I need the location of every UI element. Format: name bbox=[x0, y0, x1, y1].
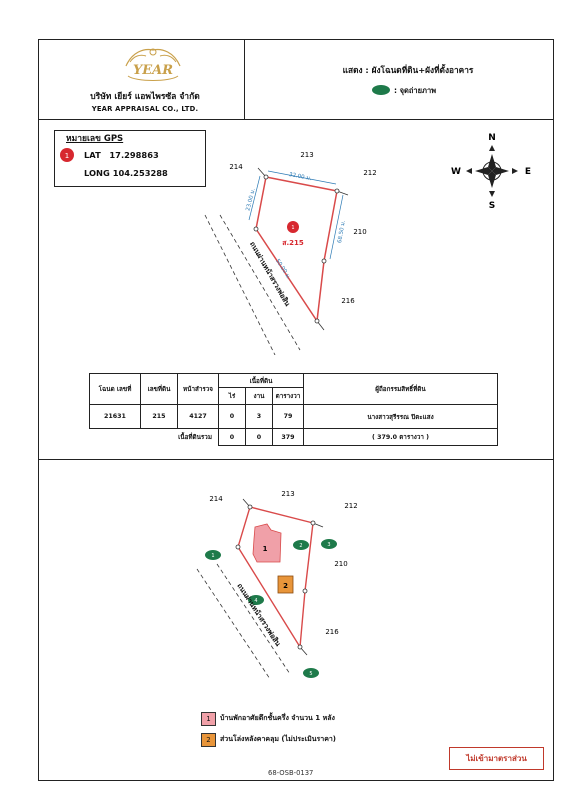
bld-adj-north: 213 bbox=[281, 490, 294, 498]
company-name-th: บริษัท เยียร์ แอพไพรซัล จำกัด bbox=[90, 92, 200, 102]
cell-ngan: 3 bbox=[245, 404, 273, 429]
plot-adj-se: 216 bbox=[341, 297, 355, 305]
header-vertical-divider bbox=[244, 39, 245, 119]
page-frame bbox=[38, 39, 554, 781]
building-2-shape bbox=[277, 575, 294, 594]
road-line-inner bbox=[219, 214, 301, 351]
dim-top: 32.00 ม. bbox=[288, 172, 312, 182]
svg-text:3: 3 bbox=[327, 542, 330, 548]
company-name-en: YEAR APPRAISAL CO., LTD. bbox=[91, 105, 199, 113]
th-rai: ไร่ bbox=[218, 387, 246, 405]
cell-land-no: 215 bbox=[140, 404, 178, 429]
compass-rose-icon: N S W E bbox=[451, 133, 531, 211]
gps-lat-value: 17.298863 bbox=[109, 150, 159, 160]
gps-long-label: LONG bbox=[84, 168, 110, 178]
plot-map: 1 ส.215 32.00 ม. 23.00 ม. 68.50 ม. 50.00… bbox=[204, 151, 377, 355]
plot-adj-east: 210 bbox=[353, 228, 366, 236]
th-sq-wa: ตารางวา bbox=[272, 387, 304, 405]
th-area-group: เนื้อที่ดิน bbox=[218, 373, 304, 388]
gps-long: LONG 104.253288 bbox=[84, 168, 168, 178]
svg-text:1: 1 bbox=[211, 553, 214, 559]
cell-owner: นางสาวสุรีรรณ ปิตะแสง bbox=[303, 404, 498, 429]
svg-text:5: 5 bbox=[309, 671, 312, 677]
gps-lat: LAT 17.298863 bbox=[84, 150, 159, 160]
legend-2-box: 2 bbox=[201, 733, 216, 747]
photo-point-legend-icon bbox=[372, 85, 390, 95]
plot-gps-point-icon bbox=[287, 221, 299, 233]
svg-text:4: 4 bbox=[254, 598, 257, 604]
total-sq-wa: 379 bbox=[272, 428, 304, 446]
table-row: 21631 215 4127 0 3 79 นางสาวสุรีรรณ ปิตะ… bbox=[89, 404, 498, 429]
bld-adj-east: 210 bbox=[334, 560, 347, 568]
photo-point-1-icon: 1 bbox=[205, 550, 221, 560]
building-1-shape bbox=[252, 523, 282, 563]
th-land-no: เลขที่ดิน bbox=[140, 373, 178, 405]
compass-n: N bbox=[488, 133, 496, 143]
building-road-label: ถนนผ่านหน้าสรวงพ่อสิน bbox=[235, 581, 283, 647]
table-total-row: เนื้อที่ดินรวม 0 0 379 ( 379.0 ตารางวา ) bbox=[90, 428, 498, 446]
th-owner: ผู้ถือกรรมสิทธิ์ที่ดิน bbox=[303, 373, 498, 405]
th-ngan: งาน bbox=[245, 387, 273, 405]
year-logo-icon: YEAR bbox=[125, 48, 181, 81]
document-number: 68-OSB-0137 bbox=[268, 769, 314, 777]
total-label: เนื้อที่ดินรวม bbox=[178, 434, 212, 442]
gps-title: หมายเลข GPS bbox=[66, 134, 124, 144]
building-1-number: 1 bbox=[263, 545, 268, 553]
plot-adj-nw: 214 bbox=[229, 163, 243, 171]
legend-2-text: ส่วนโล่งหลังคาคลุม (ไม่ประเมินราคา) bbox=[220, 735, 337, 743]
bld-adj-se: 216 bbox=[325, 628, 339, 636]
compass-e: E bbox=[525, 167, 531, 177]
gps-point-icon: 1 bbox=[60, 148, 74, 162]
svg-text:1: 1 bbox=[291, 225, 294, 231]
cell-sq-wa: 79 bbox=[272, 404, 304, 429]
bld-adj-ne: 212 bbox=[344, 502, 357, 510]
deed-table: โฉนด เลขที่ เลขที่ดิน หน้าสำรวจ เนื้อที่… bbox=[89, 373, 498, 446]
plot-lot-label: ส.215 bbox=[282, 239, 304, 247]
photo-point-4-icon: 4 bbox=[248, 595, 264, 605]
svg-text:2: 2 bbox=[299, 543, 302, 549]
cell-rai: 0 bbox=[218, 404, 246, 429]
dim-left: 23.00 ม. bbox=[245, 188, 256, 212]
dim-right: 68.50 ม. bbox=[337, 220, 347, 244]
parcel-boundary bbox=[255, 176, 338, 324]
th-deed-no: โฉนด เลขที่ bbox=[89, 373, 141, 405]
total-text: ( 379.0 ตารางวา ) bbox=[303, 428, 498, 446]
bld-adj-nw: 214 bbox=[209, 495, 223, 503]
building-map: 1 2 1 2 3 4 5 ถนนผ่านหน้าสรวงพ่อสิน 213 … bbox=[196, 490, 358, 680]
compass-w: W bbox=[451, 167, 461, 177]
photo-point-3-icon: 3 bbox=[321, 539, 337, 549]
compass-s: S bbox=[489, 201, 495, 211]
cell-deed-no: 21631 bbox=[89, 404, 141, 429]
photo-point-5-icon: 5 bbox=[303, 668, 319, 678]
page-title: แสดง : ผังโฉนดที่ดิน+ผังที่ตั้งอาคาร bbox=[342, 65, 474, 75]
header-divider bbox=[38, 119, 554, 120]
total-ngan: 0 bbox=[245, 428, 273, 446]
cell-survey-page: 4127 bbox=[177, 404, 219, 429]
legend-1-text: บ้านพักอาศัยตึกชั้นครึ่ง จำนวน 1 หลัง bbox=[220, 714, 335, 722]
svg-text:1: 1 bbox=[65, 152, 69, 160]
gps-long-value: 104.253288 bbox=[112, 168, 168, 178]
gps-lat-label: LAT bbox=[84, 150, 101, 160]
th-survey-page: หน้าสำรวจ bbox=[177, 373, 219, 405]
building-parcel-boundary bbox=[237, 506, 314, 650]
plot-adj-ne: 212 bbox=[363, 169, 376, 177]
road-line-outer bbox=[204, 214, 276, 355]
no-scale-badge: ไม่เข้ามาตราส่วน bbox=[449, 747, 544, 770]
svg-text:YEAR: YEAR bbox=[133, 63, 173, 78]
total-rai: 0 bbox=[218, 428, 246, 446]
building-2-number: 2 bbox=[283, 582, 288, 590]
photo-point-2-icon: 2 bbox=[293, 540, 309, 550]
plot-adj-north: 213 bbox=[300, 151, 313, 159]
section-divider bbox=[38, 459, 554, 460]
photo-point-legend-label: : จุดถ่ายภาพ bbox=[394, 86, 437, 95]
legend-1-box: 1 bbox=[201, 712, 216, 726]
gps-box bbox=[54, 130, 206, 187]
